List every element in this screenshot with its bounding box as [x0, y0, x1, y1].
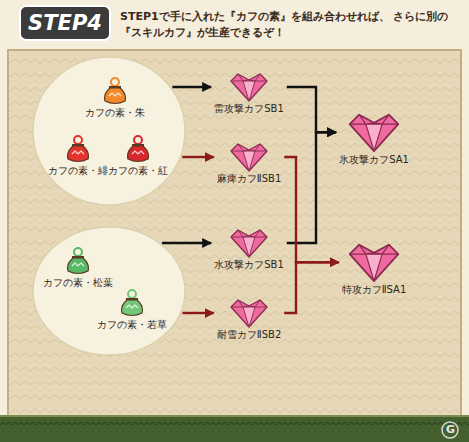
stripe-edge [0, 415, 469, 417]
material-item: カフの素・紅 [107, 134, 169, 177]
combine-arrow [287, 87, 336, 132]
material-bag-icon [123, 134, 153, 164]
cuff-gem-icon [229, 298, 269, 328]
node-label: 麻痺カフⅡSB1 [216, 172, 283, 185]
material-group: カフの素・松葉カフの素・若草 [32, 226, 186, 356]
node-label: 雷攻撃カフSB1 [213, 102, 285, 115]
skill-cuff: 氷攻撃カフSA1 [338, 112, 410, 166]
material-item: カフの素・朱 [84, 76, 146, 119]
material-bag-icon [117, 288, 147, 318]
step-title: STEP4 [20, 6, 110, 40]
logo-ring [442, 422, 458, 438]
combine-arrow [162, 242, 211, 244]
material-bag-icon [100, 76, 130, 106]
node-label: カフの素・緋 [47, 164, 109, 177]
node-label: 耐雪カフⅡSB2 [216, 328, 283, 341]
cuff-gem-icon [229, 72, 269, 102]
node-label: カフの素・朱 [84, 106, 146, 119]
combine-arrow [284, 262, 338, 313]
material-item: カフの素・若草 [96, 288, 168, 331]
cuff-gem-icon [229, 142, 269, 172]
skill-cuff: 水攻撃カフSB1 [213, 228, 285, 271]
node-label: 特攻カフⅡSA1 [341, 283, 408, 296]
skill-cuff: 耐雪カフⅡSB2 [216, 298, 283, 341]
material-bag-icon [63, 134, 93, 164]
stripe-texture [0, 420, 469, 432]
combine-arrow [172, 86, 211, 88]
material-bag-icon [63, 246, 93, 276]
node-label: カフの素・若草 [96, 318, 168, 331]
node-label: 水攻撃カフSB1 [213, 258, 285, 271]
material-group: カフの素・朱カフの素・緋カフの素・紅 [32, 56, 186, 206]
cuff-gem-icon [347, 112, 401, 153]
skill-cuff: 麻痺カフⅡSB1 [216, 142, 283, 185]
combine-arrow [287, 132, 336, 243]
skill-cuff: 特攻カフⅡSA1 [341, 242, 408, 296]
node-label: 氷攻撃カフSA1 [338, 153, 410, 166]
combine-arrow [182, 156, 214, 158]
material-item: カフの素・松葉 [42, 246, 114, 289]
skill-cuff: 雷攻撃カフSB1 [213, 72, 285, 115]
panel [8, 50, 461, 418]
cuff-gem-icon [347, 242, 401, 283]
group-ellipse-shape [33, 57, 185, 205]
combine-arrow [182, 312, 213, 314]
step-badge [20, 6, 110, 40]
node-label: カフの素・紅 [107, 164, 169, 177]
group-ellipse [32, 226, 186, 356]
group-ellipse [32, 56, 186, 206]
material-item: カフの素・緋 [47, 134, 109, 177]
combine-arrow [284, 157, 338, 262]
panel-texture [9, 51, 460, 417]
node-label: カフの素・松葉 [42, 276, 114, 289]
watermark: G [446, 423, 455, 436]
header-text: STEP1で手に入れた『カフの素』を組み合わせれば、 さらに別の『スキルカフ』が… [120, 9, 465, 41]
group-ellipse-shape [33, 227, 185, 355]
bottom-stripe [0, 416, 469, 442]
cuff-gem-icon [229, 228, 269, 258]
